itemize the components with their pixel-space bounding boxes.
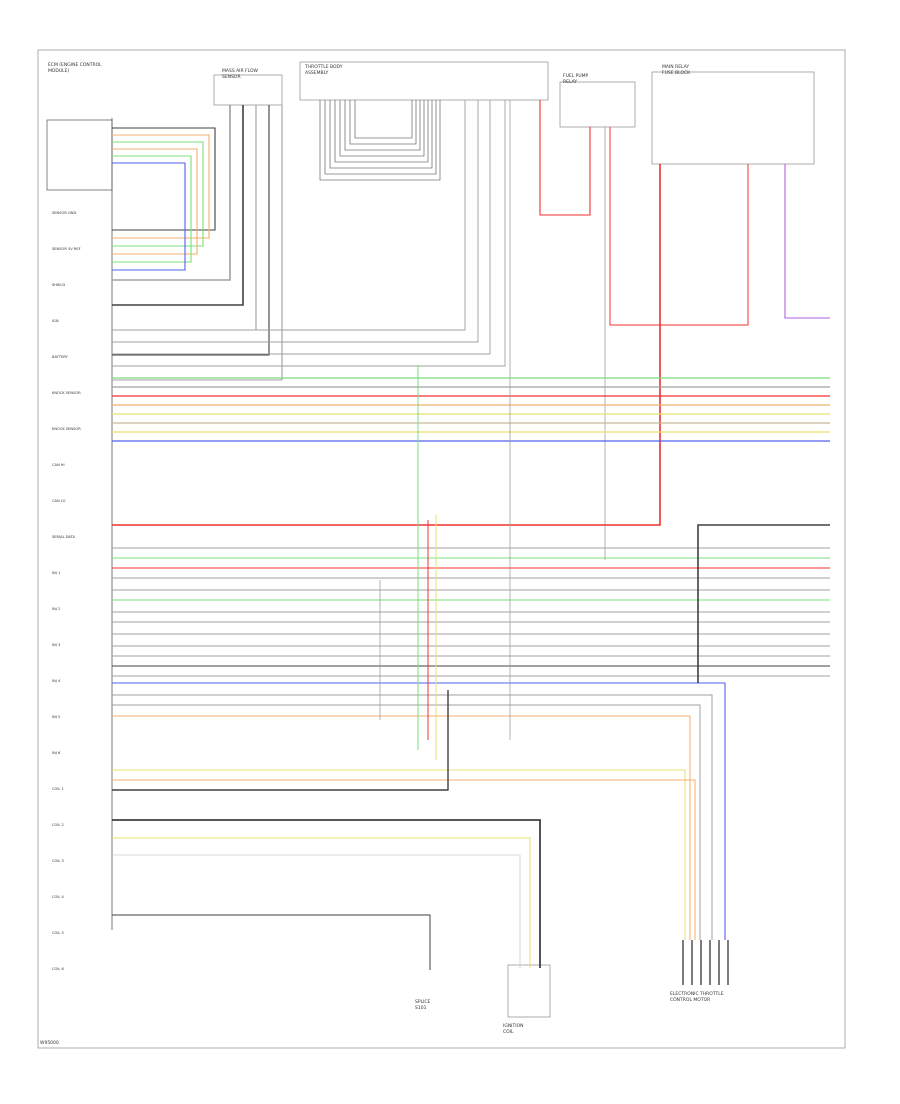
ecm-pin-label: INJ 3 (52, 643, 60, 647)
etc-motor-label2: CONTROL MOTOR (670, 997, 710, 1003)
wire-tb-long (112, 100, 491, 355)
wire-loop (112, 155, 192, 263)
ecm-pin-label: COIL 3 (52, 859, 64, 863)
wire-harness (112, 100, 830, 985)
wire-splice (112, 914, 431, 970)
throttle-body-label: THROTTLE BODY (304, 64, 343, 70)
throttle-body-label2: ASSEMBLY (305, 70, 329, 76)
ignition-coil-box (507, 964, 551, 1018)
main-relay-label2: FUSE BLOCK (662, 70, 691, 76)
wire-black (112, 690, 449, 791)
wire-tb (354, 100, 413, 139)
ecm-pin-label: COIL 6 (52, 967, 65, 971)
ecm-pin-label: SERIAL DATA (52, 535, 76, 539)
wire-lower (112, 715, 691, 940)
wire-red2 (609, 127, 749, 326)
ignition-coil-label: IGNITION (503, 1023, 524, 1029)
main-relay-label: MAIN RELAY (662, 64, 689, 70)
wire-tb (329, 100, 433, 169)
wire-tb-long (112, 100, 479, 343)
ecm-pin-label: IGN (52, 319, 59, 323)
splice-label2: S101 (415, 1005, 427, 1011)
wire-loop (112, 148, 198, 255)
wire-tb (319, 100, 441, 181)
splice-label: SPLICE (415, 999, 431, 1005)
ecm-pin-label: COIL 2 (52, 823, 64, 827)
ecm-header-line2: MODULE) (48, 68, 70, 74)
ecm-pin-label: SENSOR 5V REF (52, 247, 81, 251)
ecm-pin-label: COIL 1 (52, 787, 64, 791)
wire-tb (349, 100, 417, 145)
diagram-border (37, 49, 846, 1049)
wire-coil (112, 837, 531, 968)
wire-loop (112, 141, 204, 247)
ecm-module-box (46, 119, 113, 191)
maf-sensor-label: MASS AIR FLOW (222, 68, 259, 74)
fuel-pump-relay-box (559, 81, 636, 128)
wire-coil (112, 854, 521, 968)
maf-sensor-label2: SENSOR (222, 74, 241, 80)
wire-tb-long (112, 100, 506, 367)
wire-loop (112, 127, 216, 231)
ecm-pin-label: KNOCK SENSOR (52, 427, 81, 431)
ecm-pin-label: INJ 6 (52, 751, 61, 755)
wire-main (112, 164, 661, 526)
wire-etc (112, 769, 686, 940)
wire-coil (112, 819, 541, 968)
ecm-pin-label: SHIELD (52, 283, 65, 287)
ecm-header-line1: ECM (ENGINE CONTROL (48, 62, 102, 68)
wire-violet (784, 164, 830, 319)
wire-etc (112, 779, 696, 940)
wire-tb (344, 100, 421, 151)
ecm-pin-label: INJ 2 (52, 607, 60, 611)
wire-tb (324, 100, 437, 175)
ecm-pin-label: COIL 4 (52, 895, 65, 899)
fuel-pump-relay-label2: RELAY (563, 79, 577, 85)
wire-black-r (697, 524, 830, 683)
wire-maf (112, 105, 231, 281)
wire-maf (112, 105, 244, 306)
ecm-pin-label: BATTERY (52, 355, 69, 359)
wire-loop (112, 134, 210, 239)
ecm-pin-label: CAN HI (52, 463, 65, 467)
wire-maf (112, 105, 270, 356)
wire-lower (112, 704, 701, 940)
fuel-pump-relay-label: FUEL PUMP (563, 73, 589, 79)
wire-fp (539, 100, 591, 216)
wire-tb-long (112, 100, 466, 331)
main-relay-box (651, 71, 815, 165)
ecm-pin-label: INJ 4 (52, 679, 61, 683)
wire-maf (112, 105, 257, 331)
figure-code: W95000 (40, 1040, 59, 1046)
ecm-pin-label: INJ 1 (52, 571, 60, 575)
wire-blue (112, 682, 726, 940)
ecm-pin-label: SENSOR GND (52, 211, 76, 215)
ecm-pin-label: CAN LO (52, 499, 66, 503)
wire-maf (112, 105, 283, 381)
wire-loop (112, 162, 186, 271)
ignition-coil-label2: COIL (503, 1029, 514, 1035)
ecm-pin-labels: SENSOR GND SENSOR 5V REF SHIELD IGN BATTERY K… (52, 211, 81, 971)
wire-lower (112, 694, 713, 940)
wire-tb (339, 100, 425, 157)
ecm-pin-label: KNOCK SENSOR (52, 391, 81, 395)
wire-tb (334, 100, 429, 163)
maf-sensor-box (213, 74, 283, 106)
etc-motor-label: ELECTRONIC THROTTLE (670, 991, 724, 997)
ecm-pin-label: COIL 5 (52, 931, 64, 935)
ecm-pin-label: INJ 5 (52, 715, 60, 719)
